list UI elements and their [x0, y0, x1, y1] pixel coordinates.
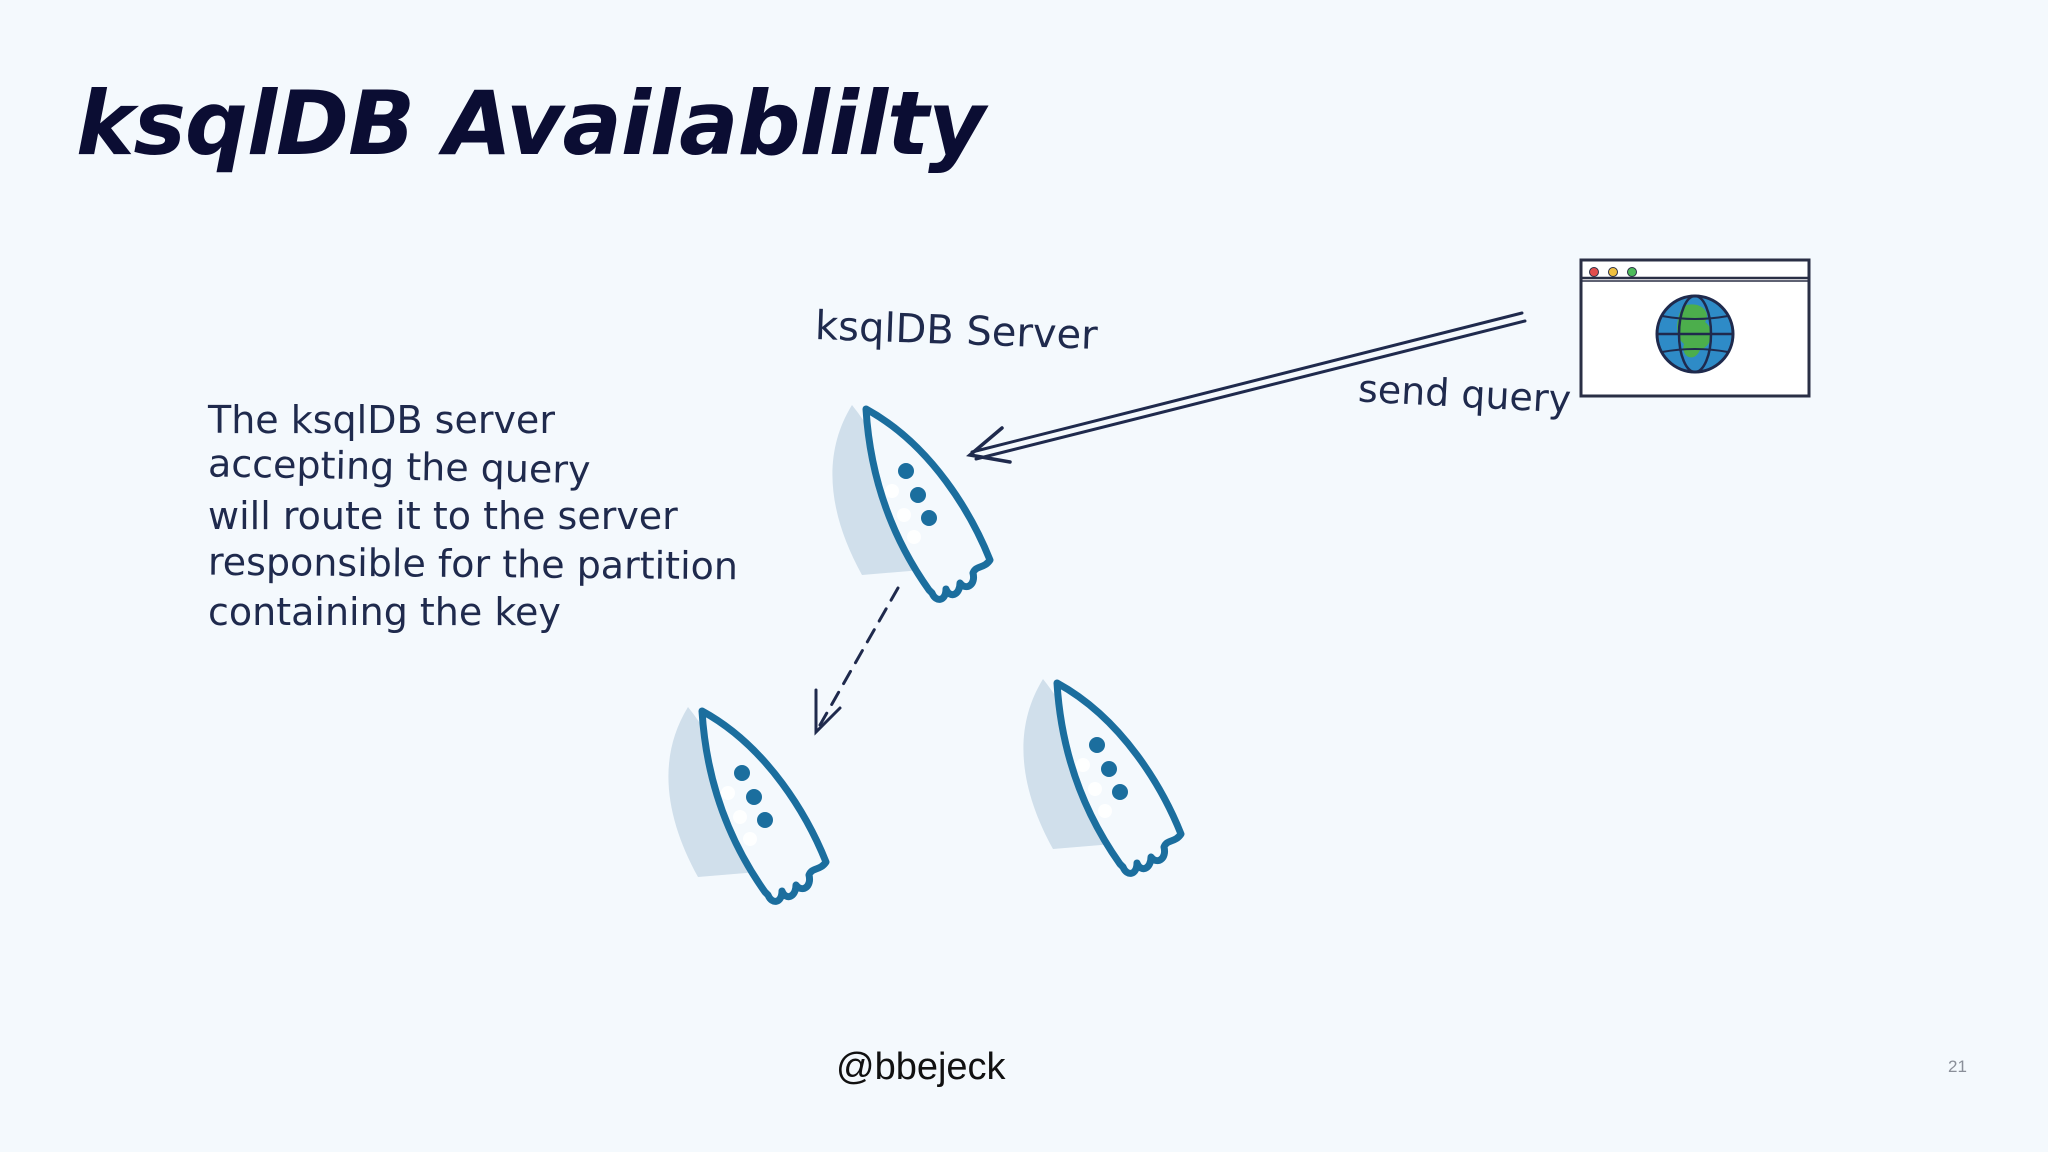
ksqldb-server-label: ksqlDB Server: [814, 303, 1099, 359]
author-handle: @bbejeck: [836, 1046, 1006, 1088]
page-number: 21: [1948, 1057, 1967, 1076]
description-line: will route it to the server: [208, 494, 678, 538]
description-line: The ksqlDB server: [208, 398, 555, 442]
description-line: accepting the query: [207, 441, 591, 493]
description-text: The ksqlDB server accepting the query wi…: [208, 396, 738, 636]
globe-icon: [1655, 294, 1735, 374]
rocket-icon-right: [1023, 679, 1181, 873]
rocket-icon-left: [668, 707, 826, 901]
description-line: containing the key: [208, 590, 561, 634]
route-arrow-dashed: [814, 586, 900, 736]
slide-title: ksqlDB Availablilty: [76, 72, 985, 175]
description-line: responsible for the partition: [207, 539, 739, 589]
send-query-arrow: [966, 311, 1527, 464]
rocket-icon-main: [832, 405, 990, 599]
